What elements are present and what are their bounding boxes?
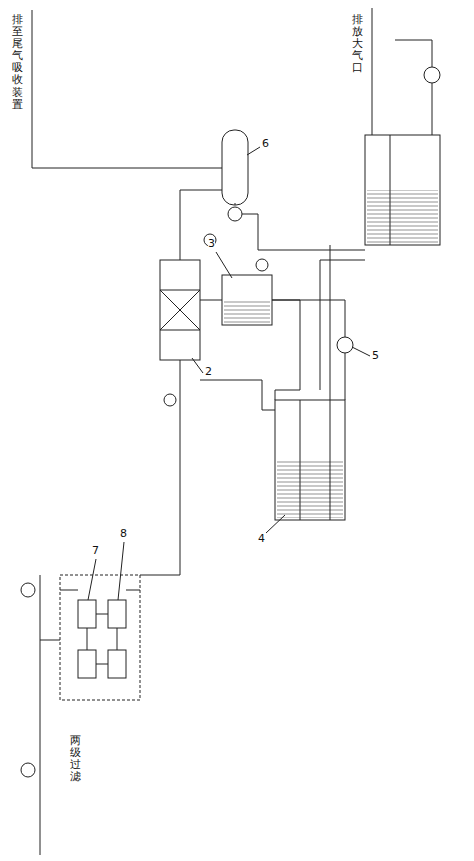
callout-number: 3 [208,238,215,250]
callout-number: 4 [258,533,265,545]
outlet-note: 排至尾气吸收装置 [12,14,23,111]
callout-number: 2 [205,366,212,378]
callout-number: 7 [92,545,99,557]
callout-number: 5 [372,350,379,362]
outlet-note: 排放大气口 [352,14,363,74]
callout-number: 8 [120,528,127,540]
section-label: 两级过滤 [70,735,81,783]
callout-number: 6 [262,138,269,150]
